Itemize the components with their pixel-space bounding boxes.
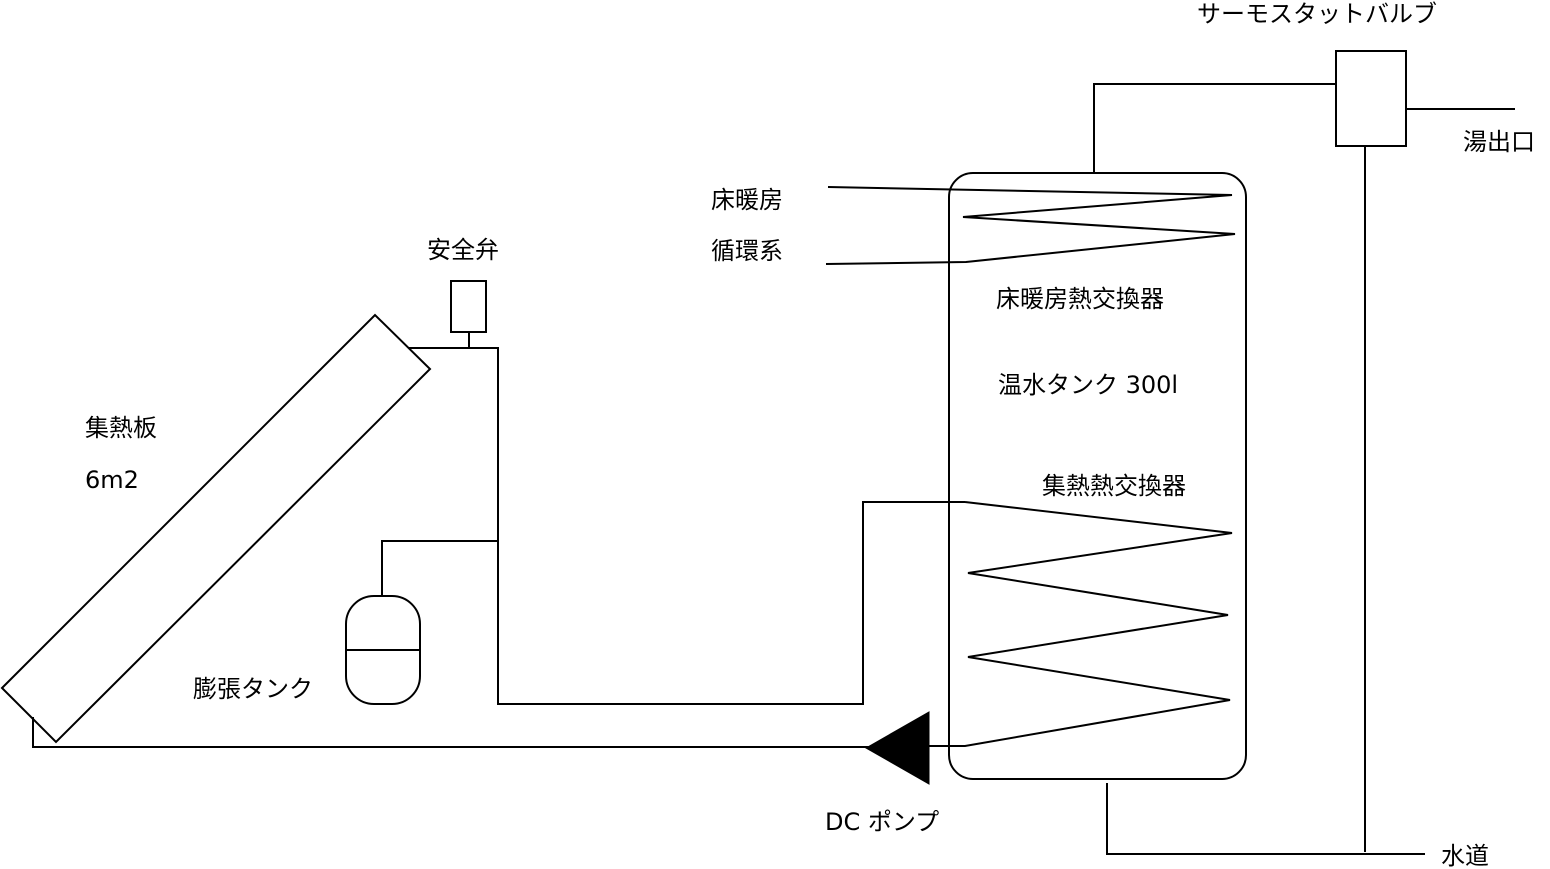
collector-panel <box>0 313 432 744</box>
safety-valve-label: 安全弁 <box>427 236 499 264</box>
floor-heating-coil <box>825 186 1236 265</box>
hot-water-outlet-label: 湯出口 <box>1463 128 1535 156</box>
thermostat-valve-box <box>1335 50 1407 147</box>
collector-exchanger-coil <box>928 501 1233 747</box>
expansion-tank-pipe <box>381 540 498 596</box>
floor-heating-exchanger-label: 床暖房熱交換器 <box>996 285 1164 313</box>
water-supply-label: 水道 <box>1441 842 1489 869</box>
collector-exchanger-label: 集熱熱交換器 <box>1042 472 1186 500</box>
collector-outlet-pipe <box>408 347 965 705</box>
hot-water-tank <box>948 172 1247 780</box>
hot-water-tank-label: 温水タンク 300l <box>998 371 1178 399</box>
collector-label: 集熱板 <box>85 414 157 442</box>
floor-heating-label: 床暖房 <box>711 186 783 214</box>
dc-pump-symbol <box>864 711 930 785</box>
dc-pump-label: DC ポンプ <box>825 808 939 836</box>
collector-area-label: 6m2 <box>85 466 139 494</box>
water-supply-pipe <box>1106 783 1425 855</box>
tank-hot-outlet-pipe <box>1093 83 1336 173</box>
expansion-tank-label: 膨張タンク <box>193 675 313 703</box>
circulation-system-label: 循環系 <box>711 237 783 265</box>
collector-return-pipe <box>32 717 870 748</box>
safety-valve-box <box>450 280 487 333</box>
thermostat-valve-label: サーモスタットバルブ <box>1197 0 1437 28</box>
